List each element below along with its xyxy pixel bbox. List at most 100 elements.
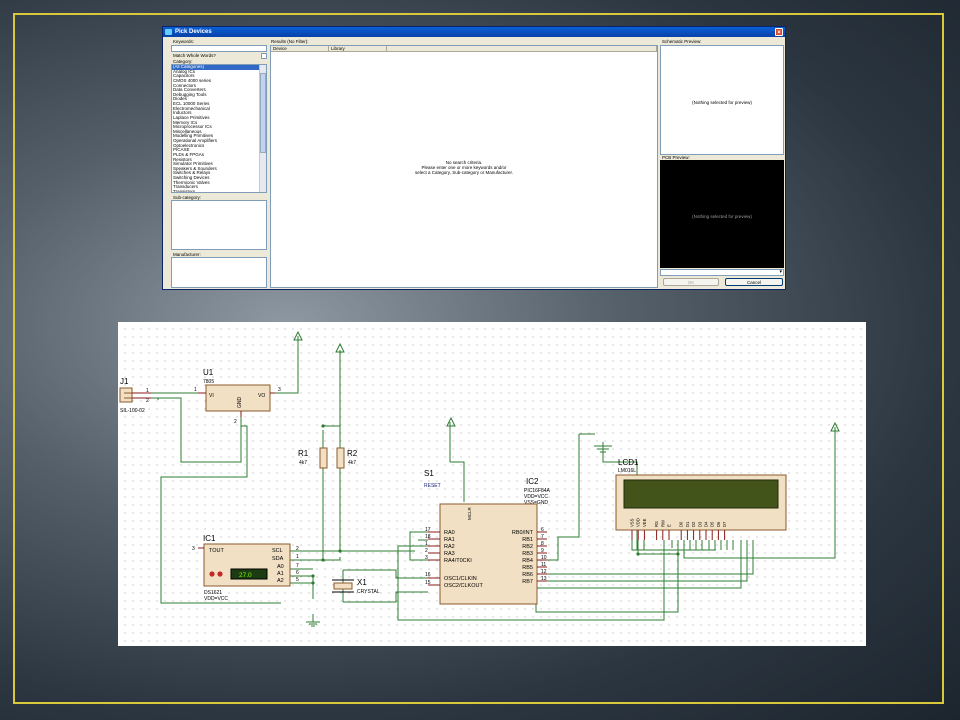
ic1-pin-a1: 6 <box>296 570 299 576</box>
keywords-input[interactable] <box>171 45 267 52</box>
column-library[interactable]: Library <box>329 46 387 52</box>
category-item[interactable]: Capacitors <box>173 73 195 79</box>
category-item[interactable]: Inductors <box>173 110 192 116</box>
lcd1-pin-label: D4 <box>704 521 709 527</box>
ic2-left-pin-label: RA4/T0CKI <box>444 558 472 564</box>
manufacturer-list[interactable] <box>171 257 267 288</box>
ic2-right-pin-label: RB6 <box>522 572 533 578</box>
ic1-tout: TOUT <box>209 548 225 554</box>
x1-label: CRYSTAL <box>357 589 380 595</box>
category-item[interactable]: Transistors <box>173 188 196 193</box>
match-whole-words-checkbox[interactable] <box>261 53 267 59</box>
power-terminals <box>293 330 840 432</box>
ic2-right-pin-label: RB3 <box>522 551 533 557</box>
ic2-power1: VDD=VCC <box>524 494 548 500</box>
ic1-a1: A1 <box>277 571 284 577</box>
category-item[interactable]: Analog ICs <box>173 68 196 74</box>
category-item[interactable]: Switches & Relays <box>173 170 211 176</box>
ic1-pin-sda: 1 <box>296 554 299 560</box>
category-item[interactable]: Diodes <box>173 96 188 102</box>
ic2-microcontroller[interactable] <box>439 503 538 605</box>
lcd1-pin-label: VSS <box>630 518 635 527</box>
lcd1-pin-label: D1 <box>685 521 690 527</box>
ic2-right-pin-num: 9 <box>541 548 544 554</box>
x1-crystal[interactable] <box>333 582 353 590</box>
ic1-pin-tout: 3 <box>192 546 195 552</box>
results-list[interactable]: Device Library No search criteria. Pleas… <box>270 45 658 288</box>
s1-ref: S1 <box>424 469 434 478</box>
category-item[interactable]: Laplace Primitives <box>173 114 210 120</box>
ic2-right-pin-num: 6 <box>541 527 544 533</box>
r2-resistor[interactable] <box>336 447 345 469</box>
category-item[interactable]: Operational Amplifiers <box>173 138 218 143</box>
ic1-type: DS1621 <box>204 590 222 596</box>
lcd1-pin-label: VDD <box>636 518 641 527</box>
lcd1-pin-label: E <box>667 524 672 527</box>
category-item[interactable]: Switching Devices <box>173 175 210 180</box>
app-icon <box>165 29 172 35</box>
ic1-temp-value: 27.0 <box>239 572 252 579</box>
lcd1-screen <box>623 479 779 509</box>
category-item[interactable]: (All Categories) <box>172 65 266 70</box>
category-item[interactable]: Modelling Primitives <box>173 133 214 139</box>
results-message-line-1: No search criteria. <box>445 160 483 165</box>
category-item[interactable]: Miscellaneous <box>173 128 202 134</box>
column-device[interactable]: Device <box>271 46 329 52</box>
ic2-left-pin-label: RA0 <box>444 530 455 536</box>
ic2-type: PIC16F84A <box>524 488 551 494</box>
keywords-label: Keywords: <box>173 39 195 44</box>
ic2-osc1: OSC1/CLKIN <box>444 576 477 582</box>
u1-vi: VI <box>209 393 214 399</box>
lcd1-pin-label: D3 <box>697 521 702 527</box>
ic2-right-pin-label: RB2 <box>522 544 533 550</box>
column-blank <box>387 46 657 52</box>
category-item[interactable]: Transducers <box>173 184 198 190</box>
r1-ref: R1 <box>298 449 309 458</box>
category-item[interactable]: Debugging Tools <box>173 91 207 97</box>
ic2-ref: IC2 <box>526 477 539 486</box>
ic1-button-up[interactable] <box>217 571 223 577</box>
category-item[interactable]: Microprocessor ICs <box>173 124 212 130</box>
ic1-a0: A0 <box>277 564 284 570</box>
pcb-package-select[interactable]: ▾ <box>660 269 784 276</box>
j1-connector[interactable] <box>119 387 133 403</box>
ic1-temp-display <box>230 568 268 580</box>
category-scrollbar[interactable] <box>259 65 266 192</box>
category-item[interactable]: Electromechanical <box>173 105 210 111</box>
category-item[interactable]: Speakers & Sounders <box>173 165 217 171</box>
ok-button[interactable]: OK <box>663 278 719 286</box>
ic2-osc2-num: 15 <box>425 580 431 586</box>
j1-pin1-num: 1 <box>146 388 149 394</box>
ic2-right-pin-num: 7 <box>541 534 544 540</box>
close-icon[interactable]: × <box>775 28 783 36</box>
category-item[interactable]: PICAXE <box>173 147 190 153</box>
schematic-svg: J1 1 2 SIL-100-02 U1 7805 VI VO GND 1 3 … <box>119 330 840 627</box>
subcategory-list[interactable] <box>171 200 267 250</box>
category-item[interactable]: Memory ICs <box>173 119 198 125</box>
ic2-mclr: MCLR <box>467 506 472 520</box>
category-item[interactable]: Optoelectronics <box>173 142 205 148</box>
lcd1-ref: LCD1 <box>618 458 639 467</box>
category-item[interactable]: Resistors <box>173 156 192 162</box>
category-item[interactable]: Simulator Primitives <box>173 161 213 167</box>
dropdown-arrow-icon[interactable]: ▾ <box>779 269 782 275</box>
junction-dots <box>311 424 680 585</box>
r1-resistor[interactable] <box>319 447 328 469</box>
dialog-titlebar[interactable]: Pick Devices × <box>163 27 785 37</box>
category-item[interactable]: ECL 10000 Series <box>173 101 210 106</box>
category-item[interactable]: CMOS 4000 series <box>173 77 212 83</box>
ic1-button-down[interactable] <box>209 571 215 577</box>
ic2-right-pin-label: RB7 <box>522 579 533 585</box>
category-item[interactable]: Data Converters <box>173 87 206 93</box>
ground-symbols <box>306 442 612 627</box>
category-item[interactable]: PLDs & FPGAs <box>173 151 205 157</box>
scrollbar-thumb[interactable] <box>260 73 266 153</box>
u1-regulator[interactable] <box>205 384 271 412</box>
category-item[interactable]: Connectors <box>173 82 197 88</box>
cancel-button[interactable]: Cancel <box>725 278 783 286</box>
u1-pin2-num: 2 <box>234 419 237 425</box>
lcd1-pin-label: D5 <box>710 521 715 527</box>
subcategory-label: Sub-category: <box>173 195 202 200</box>
category-item[interactable]: Thermionic Valves <box>173 179 210 185</box>
